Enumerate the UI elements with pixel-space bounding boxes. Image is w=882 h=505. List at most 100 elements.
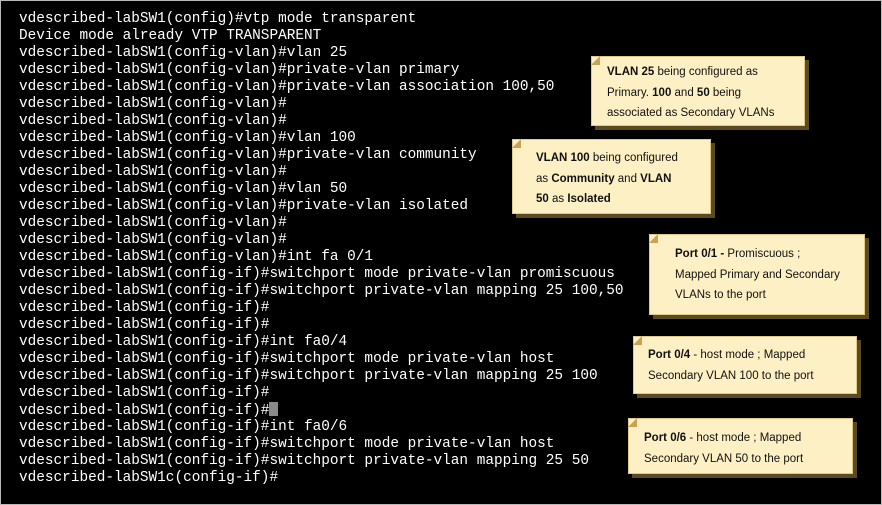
callout-line: Mapped Primary and Secondary (675, 265, 864, 286)
callout-line: Port 0/6 - host mode ; Mapped (644, 428, 852, 449)
callout-text: Mapped Primary and Secondary (675, 268, 840, 281)
terminal-line-text: vdescribed-labSW1c(config-if)# (19, 470, 279, 486)
callout-text: being configured as (654, 66, 758, 78)
callout-text: Primary. (607, 86, 653, 99)
terminal-line-text: vdescribed-labSW1(config-vlan)#private-v… (19, 147, 477, 163)
terminal-line-text: vdescribed-labSW1(config-vlan)# (19, 215, 287, 231)
terminal-line: vdescribed-labSW1(config-if)# (19, 300, 624, 317)
callout-line: Port 0/4 - host mode ; Mapped (648, 345, 856, 366)
callout-text: and (614, 172, 641, 185)
callout-text: VLANs to the port (675, 289, 766, 301)
terminal-output[interactable]: vdescribed-labSW1(config)#vtp mode trans… (19, 11, 624, 487)
callout-text: Secondary VLAN 100 to the port (648, 369, 814, 382)
callout-port01: Port 0/1 - Promiscuous ; Mapped Primary a… (649, 234, 865, 315)
terminal-line-text: vdescribed-labSW1(config-if)# (19, 317, 270, 333)
text-cursor (269, 402, 279, 416)
corner-fold (591, 56, 600, 65)
callout-line: VLAN 25 being configured as (607, 62, 804, 83)
callout-text: as (548, 193, 568, 205)
terminal-line: vdescribed-labSW1(config-if)# (19, 385, 624, 402)
terminal-line: vdescribed-labSW1(config-vlan)#private-v… (19, 147, 624, 164)
terminal-line-text: vdescribed-labSW1(config-if)#switchport … (19, 453, 589, 469)
terminal-line: vdescribed-labSW1(config-vlan)#private-v… (19, 79, 624, 96)
callout-text: Port 0/6 (644, 432, 687, 444)
terminal-line: vdescribed-labSW1(config-if)# (19, 402, 624, 419)
callout-line: VLANs to the port (675, 285, 864, 306)
terminal-line: vdescribed-labSW1(config-if)#switchport … (19, 283, 624, 300)
callout-text: - host mode ; Mapped (690, 349, 806, 361)
terminal-line-text: vdescribed-labSW1(config-if)# (19, 385, 270, 401)
terminal-line: vdescribed-labSW1(config-vlan)#private-v… (19, 198, 624, 215)
terminal-line-text: Device mode already VTP TRANSPARENT (19, 28, 322, 44)
terminal-line: vdescribed-labSW1(config-if)# (19, 317, 624, 334)
terminal-line-text: vdescribed-labSW1(config-vlan)#private-v… (19, 62, 460, 78)
corner-fold (512, 139, 521, 148)
callout-line: associated as Secondary VLANs (607, 103, 804, 124)
terminal-line-text: vdescribed-labSW1(config-vlan)# (19, 96, 287, 112)
corner-fold (649, 234, 658, 243)
callout-text: 50 (696, 86, 710, 99)
terminal-line-text: vdescribed-labSW1(config-vlan)#vlan 100 (19, 130, 356, 146)
terminal-line-text: vdescribed-labSW1(config-if)#switchport … (19, 368, 598, 384)
callout-text: Port 0/1 - (675, 248, 725, 260)
terminal-line-text: vdescribed-labSW1(config-if)# (19, 403, 270, 419)
callout-text: VLAN 25 (607, 66, 655, 78)
callout-text: Promiscuous ; (724, 248, 801, 260)
callout-vlan100: VLAN 100 being configured as Community an… (512, 139, 711, 214)
terminal-line-text: vdescribed-labSW1(config-vlan)#vlan 50 (19, 181, 348, 197)
terminal-line: vdescribed-labSW1(config-if)#switchport … (19, 368, 624, 385)
terminal-line: vdescribed-labSW1(config-if)#switchport … (19, 266, 624, 283)
terminal-line: vdescribed-labSW1(config-vlan)# (19, 164, 624, 181)
terminal-line: vdescribed-labSW1(config-vlan)#int fa 0/… (19, 249, 624, 266)
callout-text: associated as Secondary VLANs (607, 107, 775, 119)
terminal-line-text: vdescribed-labSW1(config-vlan)#private-v… (19, 79, 555, 95)
callout-text: VLAN (640, 172, 672, 185)
callout-line: Port 0/1 - Promiscuous ; (675, 244, 864, 265)
callout-text: VLAN 100 (536, 152, 590, 164)
terminal-line-text: vdescribed-labSW1(config-vlan)#vlan 25 (19, 45, 348, 61)
terminal-line: vdescribed-labSW1(config-vlan)# (19, 232, 624, 249)
terminal-line-text: vdescribed-labSW1(config-vlan)# (19, 113, 287, 129)
terminal-line: vdescribed-labSW1(config-if)#switchport … (19, 351, 624, 368)
terminal-line-text: vdescribed-labSW1(config-vlan)#private-v… (19, 198, 469, 214)
terminal-line: vdescribed-labSW1(config-if)#int fa0/6 (19, 419, 624, 436)
callout-text: being configured (589, 152, 678, 164)
terminal-line: vdescribed-labSW1(config-vlan)#vlan 25 (19, 45, 624, 62)
callout-text: 100 (652, 86, 672, 99)
terminal-line-text: vdescribed-labSW1(config-if)#switchport … (19, 436, 555, 452)
callout-text: Secondary VLAN 50 to the port (644, 452, 804, 465)
terminal-line-text: vdescribed-labSW1(config-vlan)#int fa 0/… (19, 249, 374, 265)
callout-line: as Community and VLAN (536, 169, 710, 190)
terminal-line: vdescribed-labSW1(config-vlan)# (19, 215, 624, 232)
terminal-line-text: vdescribed-labSW1(config-if)#switchport … (19, 283, 624, 299)
terminal-line-text: vdescribed-labSW1(config-if)#int fa0/6 (19, 419, 348, 435)
callout-text: Isolated (567, 193, 611, 205)
terminal-line: vdescribed-labSW1(config-vlan)#private-v… (19, 62, 624, 79)
callout-text: being (709, 86, 742, 99)
terminal-line: vdescribed-labSW1(config-if)#switchport … (19, 453, 624, 470)
callout-text: 50 (536, 193, 549, 205)
corner-fold (633, 336, 642, 345)
terminal-line: vdescribed-labSW1(config-if)#switchport … (19, 436, 624, 453)
terminal-line: vdescribed-labSW1c(config-if)# (19, 470, 624, 487)
callout-text: and (671, 86, 697, 99)
terminal-line: vdescribed-labSW1(config-vlan)# (19, 113, 624, 130)
terminal-line: vdescribed-labSW1(config)#vtp mode trans… (19, 11, 624, 28)
terminal-line-text: vdescribed-labSW1(config-vlan)# (19, 164, 287, 180)
callout-line: 50 as Isolated (536, 189, 710, 210)
terminal-line-text: vdescribed-labSW1(config-if)#int fa0/4 (19, 334, 348, 350)
callout-line: Secondary VLAN 100 to the port (648, 366, 856, 387)
callout-line: Primary. 100 and 50 being (607, 83, 804, 104)
callout-text: - host mode ; Mapped (686, 432, 802, 444)
terminal-line: vdescribed-labSW1(config-if)#int fa0/4 (19, 334, 624, 351)
terminal-line: Device mode already VTP TRANSPARENT (19, 28, 624, 45)
terminal-line-text: vdescribed-labSW1(config-if)# (19, 300, 270, 316)
callout-text: Community (551, 172, 615, 185)
terminal-line-text: vdescribed-labSW1(config-if)#switchport … (19, 266, 615, 282)
callout-line: Secondary VLAN 50 to the port (644, 449, 852, 470)
terminal-line-text: vdescribed-labSW1(config-if)#switchport … (19, 351, 555, 367)
